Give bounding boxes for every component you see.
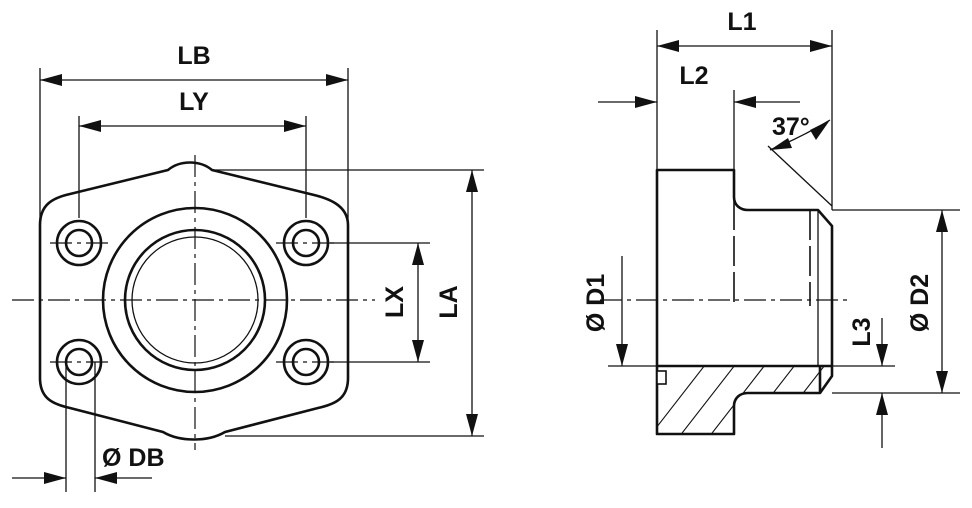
oring-groove bbox=[656, 370, 667, 385]
label-l2: L2 bbox=[679, 62, 708, 90]
dimension-lines bbox=[12, 74, 478, 484]
center-lines bbox=[12, 155, 375, 450]
flange-outline bbox=[38, 161, 350, 441]
label-d2: Ø D2 bbox=[906, 274, 934, 332]
hidden-lines bbox=[733, 200, 811, 306]
side-dimension-lines bbox=[598, 40, 948, 448]
label-ly: LY bbox=[179, 88, 209, 116]
label-l1: L1 bbox=[727, 8, 756, 36]
label-angle: 37° bbox=[772, 113, 810, 141]
flange-side-view: L1 L2 37° Ø D1 L3 Ø D2 bbox=[582, 8, 960, 448]
extension-lines bbox=[39, 68, 484, 492]
label-la: LA bbox=[435, 285, 463, 318]
label-lb: LB bbox=[177, 42, 210, 70]
hatch-area bbox=[657, 366, 832, 434]
side-outline bbox=[655, 168, 834, 436]
label-lx: LX bbox=[381, 286, 409, 318]
label-db: Ø DB bbox=[102, 444, 165, 472]
label-d1: Ø D1 bbox=[582, 274, 610, 332]
label-l3: L3 bbox=[848, 317, 876, 346]
side-extension-lines bbox=[608, 30, 960, 394]
flange-front-view: LB LY LX LA Ø DB bbox=[12, 42, 484, 492]
